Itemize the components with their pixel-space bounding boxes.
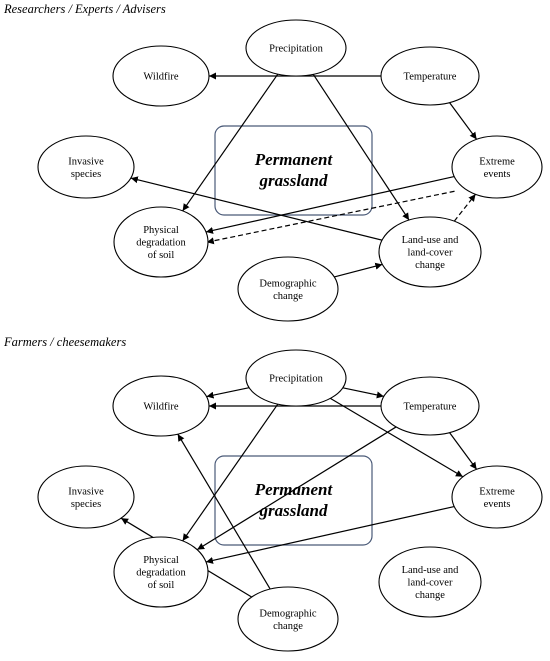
- node-label: Precipitation: [269, 44, 323, 55]
- node-label: of soil: [148, 580, 175, 591]
- panel-title-farmers: Farmers / cheesemakers: [4, 335, 127, 349]
- link-extreme-to-physical: [206, 190, 455, 245]
- node-label: species: [71, 169, 101, 180]
- node-ellipse: [37, 135, 135, 199]
- link-demographic-to-wildfire: [177, 433, 271, 590]
- node-extreme: Extreme events: [451, 465, 543, 529]
- node-label: Demographic: [259, 278, 316, 289]
- node-label: land-cover: [408, 578, 453, 589]
- node-label: Physical: [143, 555, 179, 566]
- link-extreme-to-physical: [205, 175, 455, 234]
- node-label: degradation: [136, 568, 186, 579]
- link-precipitation-to-landuse: [312, 73, 410, 221]
- node-label: change: [415, 260, 445, 271]
- node-ellipse: [380, 376, 480, 436]
- link-demographic-to-landuse: [334, 262, 383, 278]
- panel-title-researchers: Researchers / Experts / Advisers: [4, 2, 166, 16]
- node-invasive: Invasive species: [37, 465, 135, 529]
- center-label: grassland: [258, 171, 328, 190]
- node-label: Invasive: [68, 156, 104, 167]
- node-demographic: Demographic change: [237, 586, 339, 652]
- node-label: Physical: [143, 225, 179, 236]
- node-demographic: Demographic change: [237, 256, 339, 322]
- node-label: Demographic: [259, 608, 316, 619]
- node-ellipse: [451, 135, 543, 199]
- node-label: change: [273, 621, 303, 632]
- node-label: Extreme: [479, 486, 515, 497]
- node-label: Invasive: [68, 486, 104, 497]
- node-label: change: [273, 291, 303, 302]
- node-ellipse: [113, 536, 209, 608]
- node-ellipse: [237, 586, 339, 652]
- center-box: [214, 455, 373, 546]
- link-precipitation-to-physical: [182, 403, 279, 542]
- node-precipitation: Precipitation: [245, 19, 347, 77]
- link-precipitation-to-wildfire: [206, 387, 250, 399]
- node-label: degradation: [136, 238, 186, 249]
- node-label: events: [484, 499, 511, 510]
- node-ellipse: [237, 256, 339, 322]
- node-precipitation: Precipitation: [245, 349, 347, 407]
- node-ellipse: [451, 465, 543, 529]
- node-ellipse: [113, 206, 209, 278]
- link-temperature-to-extreme: [449, 432, 478, 470]
- node-temperature: Temperature: [380, 46, 480, 106]
- node-label: events: [484, 169, 511, 180]
- node-ellipse: [378, 546, 482, 618]
- link-temperature-to-physical: [196, 426, 397, 551]
- node-temperature: Temperature: [380, 376, 480, 436]
- link-precipitation-to-extreme: [330, 397, 464, 478]
- node-label: species: [71, 499, 101, 510]
- center-label: grassland: [258, 501, 328, 520]
- node-invasive: Invasive species: [37, 135, 135, 199]
- node-ellipse: [245, 349, 347, 407]
- link-precipitation-to-temperature: [342, 387, 384, 399]
- center-box: [214, 125, 373, 216]
- node-wildfire: Wildfire: [112, 45, 210, 107]
- node-ellipse: [378, 216, 482, 288]
- node-label: Land-use and: [402, 235, 460, 246]
- node-label: Land-use and: [402, 565, 460, 576]
- node-label: Temperature: [404, 72, 457, 83]
- node-label: Extreme: [479, 156, 515, 167]
- node-label: Precipitation: [269, 374, 323, 385]
- node-label: Wildfire: [143, 402, 178, 413]
- node-ellipse: [112, 45, 210, 107]
- link-temperature-to-extreme: [449, 102, 478, 140]
- node-ellipse: [112, 375, 210, 437]
- link-precipitation-to-physical: [182, 73, 279, 212]
- node-label: of soil: [148, 250, 175, 261]
- link-landuse-to-invasive: [130, 176, 383, 241]
- node-label: Temperature: [404, 402, 457, 413]
- link-extreme-to-physical: [205, 505, 455, 564]
- center-label: Permanent: [254, 150, 334, 169]
- node-ellipse: [380, 46, 480, 106]
- node-label: Wildfire: [143, 72, 178, 83]
- node-wildfire: Wildfire: [112, 375, 210, 437]
- node-ellipse: [245, 19, 347, 77]
- node-extreme: Extreme events: [451, 135, 543, 199]
- node-ellipse: [37, 465, 135, 529]
- link-landuse-to-extreme: [453, 193, 476, 222]
- node-label: change: [415, 590, 445, 601]
- node-label: land-cover: [408, 248, 453, 259]
